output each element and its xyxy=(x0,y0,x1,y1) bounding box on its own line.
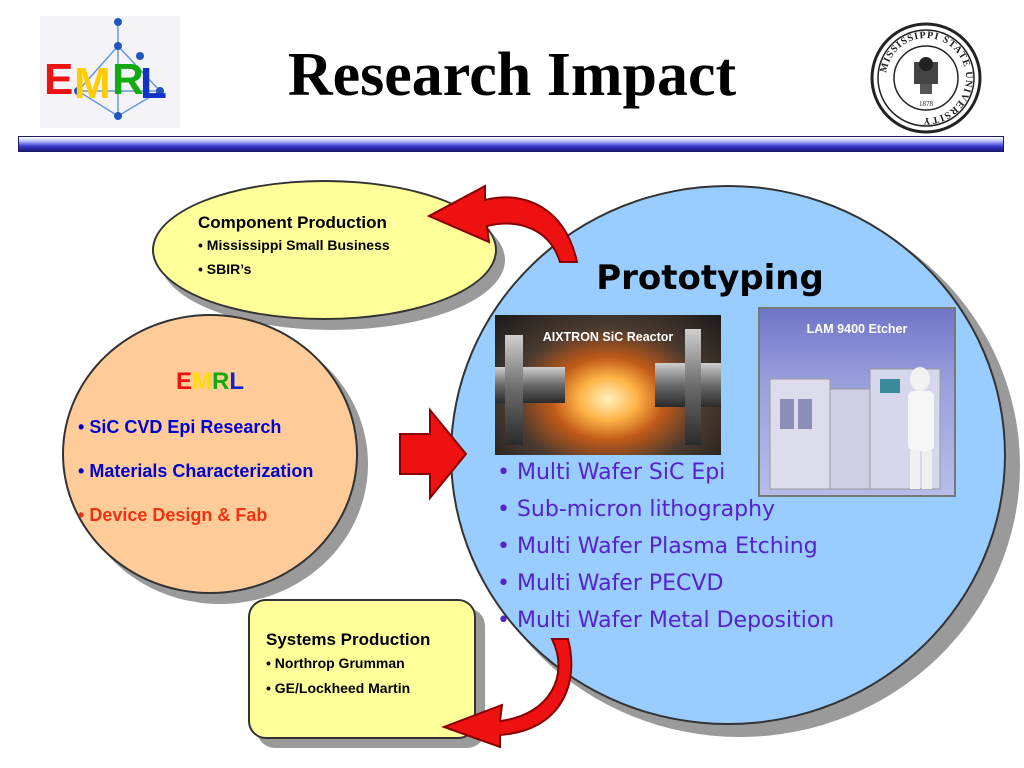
emrl-item-text: SiC CVD Epi Research xyxy=(89,417,282,437)
header-divider-bar xyxy=(18,136,1004,152)
prototyping-item: • Multi Wafer PECVD xyxy=(497,571,724,596)
aixtron-reactor-photo xyxy=(495,315,721,455)
bullet: • xyxy=(78,417,85,437)
bullet: • xyxy=(78,461,85,481)
emrl-item: • Materials Characterization xyxy=(78,458,313,502)
emrl-letter-m: M xyxy=(192,368,212,395)
svg-text:1878: 1878 xyxy=(919,100,934,108)
emrl-item-text: Device Design & Fab xyxy=(89,505,268,525)
systems-production-text: Systems Production • Northrop Grumman • … xyxy=(266,629,430,701)
emrl-item: • SiC CVD Epi Research xyxy=(78,414,313,458)
component-item: • Mississippi Small Business xyxy=(198,237,390,253)
svg-text:M: M xyxy=(74,59,111,108)
emrl-capabilities-list: • SiC CVD Epi Research • Materials Chara… xyxy=(78,414,313,546)
right-arrow-icon xyxy=(399,407,468,501)
prototyping-list: • Multi Wafer SiC Epi • Sub-micron litho… xyxy=(497,460,834,645)
aixtron-reactor-label: AIXTRON SiC Reactor xyxy=(542,330,674,344)
emrl-logo-graphic: E M R L xyxy=(40,16,180,128)
emrl-letter-e: E xyxy=(175,368,192,395)
component-production-ellipse xyxy=(152,180,497,320)
systems-production-heading: Systems Production xyxy=(266,630,431,649)
prototyping-heading: Prototyping xyxy=(596,258,824,298)
systems-item: • GE/Lockheed Martin xyxy=(266,680,411,696)
component-production-heading: Component Production xyxy=(198,213,387,232)
curved-arrow-top-icon xyxy=(426,184,579,263)
university-seal: MISSISSIPPI STATE UNIVERSITY 1878 xyxy=(870,22,982,134)
emrl-logo: E M R L xyxy=(40,16,180,128)
svg-text:E: E xyxy=(44,55,73,104)
slide-title: Research Impact xyxy=(287,41,737,109)
lam-etcher-label: LAM 9400 Etcher xyxy=(806,322,908,336)
prototyping-item: • Multi Wafer Metal Deposition xyxy=(497,608,835,633)
systems-item: • Northrop Grumman xyxy=(266,655,405,671)
bullet: • xyxy=(78,505,85,525)
svg-text:R: R xyxy=(112,55,144,104)
prototyping-item: • Multi Wafer SiC Epi xyxy=(497,460,726,485)
emrl-letter-l: L xyxy=(229,368,245,395)
prototyping-item: • Multi Wafer Plasma Etching xyxy=(497,534,818,559)
emrl-item: • Device Design & Fab xyxy=(78,502,313,546)
component-item: • SBIR’s xyxy=(198,261,252,277)
emrl-circle xyxy=(62,314,358,594)
svg-text:L: L xyxy=(140,59,167,108)
systems-production-box xyxy=(248,599,476,739)
emrl-letter-r: R xyxy=(212,368,230,395)
emrl-item-text: Materials Characterization xyxy=(89,461,314,481)
component-production-text: Component Production • Mississippi Small… xyxy=(198,213,390,283)
lam-etcher-graphic xyxy=(769,367,941,490)
university-seal-graphic: MISSISSIPPI STATE UNIVERSITY 1878 xyxy=(870,22,982,134)
prototyping-item: • Sub-micron lithography xyxy=(497,497,776,522)
curved-arrow-bottom-icon xyxy=(441,638,573,749)
emrl-circle-title: EMRL xyxy=(62,368,358,396)
lam-etcher-photo xyxy=(758,307,956,497)
